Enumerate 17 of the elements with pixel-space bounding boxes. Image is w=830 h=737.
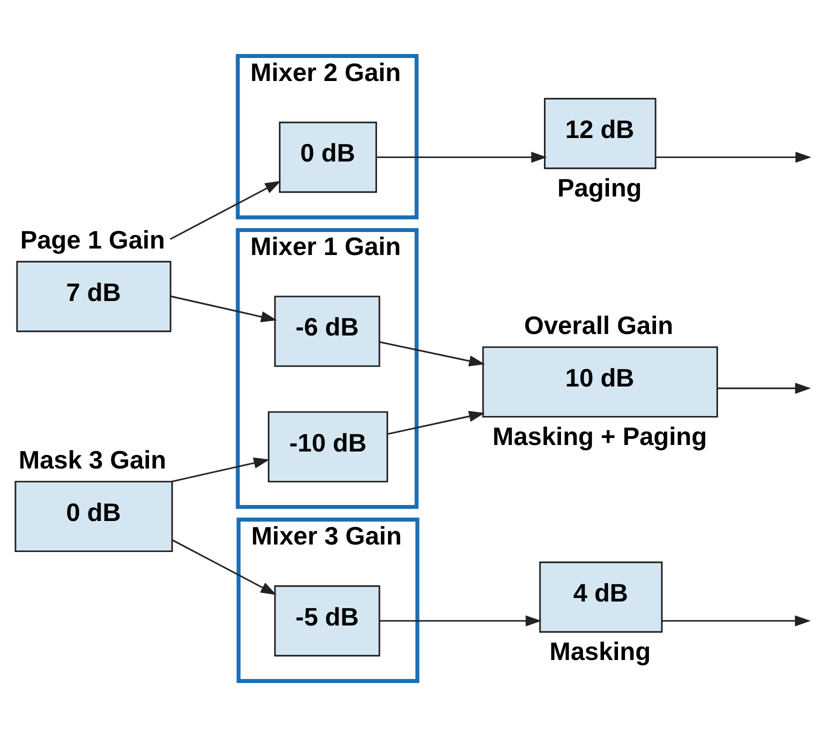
- arrow: [170, 295, 277, 322]
- node-label: Page 1 Gain: [20, 226, 166, 255]
- node-label: Masking: [550, 638, 651, 666]
- arrow: [170, 180, 281, 240]
- arrow: [656, 152, 812, 163]
- node-label: Mask 3 Gain: [18, 446, 166, 475]
- arrow: [718, 382, 811, 394]
- arrow: [376, 152, 548, 163]
- arrow: [386, 410, 485, 436]
- node-label: Paging: [557, 174, 642, 202]
- node-label: Masking + Paging: [492, 422, 707, 451]
- node-label: Overall Gain: [524, 312, 674, 340]
- arrow: [379, 341, 485, 366]
- arrow: [171, 458, 270, 482]
- arrow: [380, 615, 542, 626]
- arrow: [171, 538, 277, 596]
- arrow: [662, 615, 811, 626]
